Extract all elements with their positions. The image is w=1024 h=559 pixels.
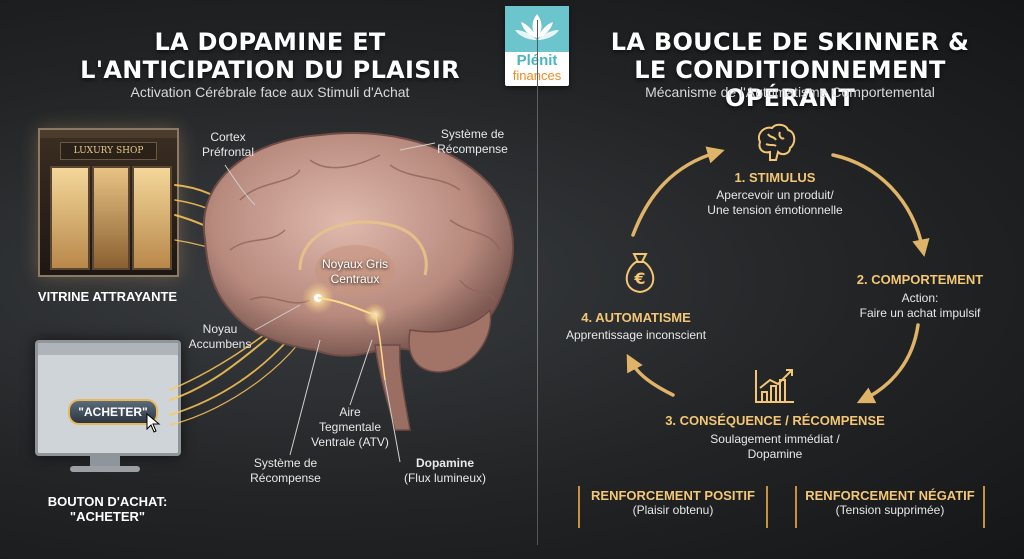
step2-line2: Faire un achat impulsif: [859, 306, 981, 320]
step3-text: Soulagement immédiat / Dopamine: [680, 432, 870, 462]
step4-line1: Apprentissage inconscient: [565, 328, 707, 342]
step3-line2: Dopamine: [747, 447, 803, 461]
label-aire-line3: Ventrale (ATV): [311, 435, 389, 449]
step4-title: 4. AUTOMATISME: [581, 310, 691, 325]
brain-gyri: [229, 154, 501, 304]
shop-display-right: [132, 166, 172, 270]
label-aire-line2: Tegmentale: [318, 420, 382, 434]
shop-awning: [40, 130, 177, 138]
step2-line1: Action:: [901, 291, 939, 305]
basal-ganglia: [315, 245, 395, 295]
euro-symbol: €: [633, 269, 645, 288]
step2-text: Action: Faire un achat impulsif: [840, 291, 1000, 321]
arrow-stimulus-to-comportement: [831, 153, 930, 257]
step1-text: Apercevoir un produit/ Une tension émoti…: [680, 188, 870, 218]
label-cortex-line1: Cortex: [210, 130, 246, 144]
right-title: LA BOUCLE DE SKINNER & LE CONDITIONNEMEN…: [580, 28, 1000, 112]
label-noyaux: Noyaux Gris Centraux: [315, 257, 395, 287]
reinforcement-positive-text: (Plaisir obtenu): [632, 503, 714, 517]
shop-display-left: [50, 166, 90, 270]
label-noyaux-line1: Noyaux Gris: [321, 257, 389, 271]
reinforcement-positive-title: RENFORCEMENT POSITIF: [591, 488, 755, 503]
monitor-stand: [90, 453, 120, 467]
step4-text: Apprentissage inconscient: [556, 328, 716, 343]
label-systeme-top-line2: Récompense: [437, 142, 508, 156]
label-aire: Aire Tegmentale Ventrale (ATV): [300, 405, 400, 450]
shop-sign: LUXURY SHOP: [60, 142, 157, 160]
label-systeme-bottom: Système de Récompense: [238, 456, 333, 486]
label-dopamine-line1: Dopamine: [415, 456, 474, 470]
shop-window: LUXURY SHOP: [38, 128, 179, 277]
browser-bar: [38, 343, 178, 355]
arrow-consequence-to-automatisme: [626, 353, 675, 397]
label-systeme-top: Système de Récompense: [425, 127, 520, 157]
step1-line1: Apercevoir un produit/: [716, 188, 834, 202]
right-title-line2: LE CONDITIONNEMENT OPÉRANT: [634, 56, 946, 112]
brain-illustration: [169, 132, 514, 463]
bouton-label-line2: "ACHETER": [69, 509, 146, 524]
label-noyau: Noyau Accumbens: [180, 322, 260, 352]
bouton-label-line1: BOUTON D'ACHAT:: [47, 494, 168, 509]
money-bag-icon: €: [625, 253, 655, 294]
step3-title: 3. CONSÉQUENCE / RÉCOMPENSE: [665, 413, 885, 428]
shop-door: [92, 166, 130, 270]
reinforcement-positive: RENFORCEMENT POSITIF (Plaisir obtenu): [578, 486, 768, 528]
label-cortex: Cortex Préfrontal: [188, 130, 268, 160]
cerebellum: [408, 308, 492, 373]
skinner-loop: [626, 146, 930, 404]
right-title-line1: LA BOUCLE DE SKINNER &: [610, 28, 970, 56]
cursor-icon: [146, 413, 161, 433]
step2-title: 2. COMPORTEMENT: [856, 272, 984, 287]
arrow-comportement-to-consequence: [856, 323, 920, 404]
label-noyau-line2: Accumbens: [188, 337, 252, 351]
arrow-automatisme-to-stimulus: [631, 146, 725, 237]
leader-lines: [224, 142, 436, 463]
label-aire-line1: Aire: [339, 405, 361, 419]
divider: [537, 20, 538, 545]
step3-line1: Soulagement immédiat /: [710, 432, 840, 446]
label-systeme-bottom-line1: Système de: [253, 456, 318, 470]
buy-button[interactable]: "ACHETER": [68, 399, 158, 425]
label-noyaux-line2: Centraux: [330, 272, 380, 286]
growth-chart-icon: [755, 369, 794, 403]
label-dopamine-line2: (Flux lumineux): [403, 471, 487, 485]
left-title: LA DOPAMINE ET L'ANTICIPATION DU PLAISIR: [60, 28, 480, 84]
label-systeme-top-line1: Système de: [440, 127, 505, 141]
bouton-label: BOUTON D'ACHAT: "ACHETER": [20, 494, 195, 524]
left-subtitle: Activation Cérébrale face aux Stimuli d'…: [130, 84, 410, 100]
left-title-line1: LA DOPAMINE ET: [154, 28, 386, 56]
reinforcement-negative-title: RENFORCEMENT NÉGATIF: [805, 488, 975, 503]
label-systeme-bottom-line2: Récompense: [250, 471, 321, 485]
label-noyau-line1: Noyau: [202, 322, 238, 336]
monitor-base: [70, 466, 140, 472]
step1-title: 1. STIMULUS: [734, 170, 816, 185]
brain-icon: [758, 123, 796, 161]
reinforcement-negative-text: (Tension supprimée): [835, 503, 945, 517]
reinforcement-negative: RENFORCEMENT NÉGATIF (Tension supprimée): [795, 486, 985, 528]
limbic-arc: [298, 220, 428, 276]
right-subtitle: Mécanisme de l'Automatisme Comportementa…: [645, 84, 935, 100]
label-dopamine: Dopamine (Flux lumineux): [395, 456, 495, 486]
step1-line2: Une tension émotionnelle: [707, 203, 843, 217]
left-title-line2: L'ANTICIPATION DU PLAISIR: [80, 56, 460, 84]
label-cortex-line2: Préfrontal: [201, 145, 255, 159]
logo-brand-bottom: finances: [505, 68, 569, 83]
vitrine-label: VITRINE ATTRAYANTE: [37, 289, 178, 304]
